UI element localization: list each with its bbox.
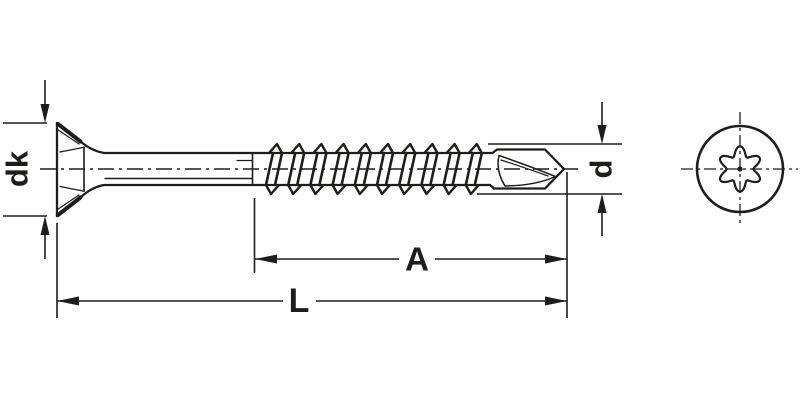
torx-drive-view: [681, 112, 798, 226]
l-arrow-left: [57, 296, 79, 306]
drill-flute-inner-line: [500, 159, 549, 177]
l-arrow-right: [545, 296, 567, 306]
thread-flanks: [264, 151, 484, 187]
screw-shank: [104, 153, 254, 185]
milling-rib-top: [56, 122, 83, 144]
dimension-d: d: [477, 102, 622, 236]
dimension-dk: dk: [0, 80, 50, 259]
drill-flute: [497, 154, 558, 187]
drill-point-bottom: [488, 167, 566, 190]
dimension-a: A: [253, 172, 568, 318]
d-arrow-top: [597, 125, 607, 144]
dimension-l: L: [56, 223, 567, 320]
screw-side-view: [55, 121, 566, 218]
label-d: d: [584, 160, 619, 179]
cone-face-line-bottom: [59, 185, 84, 192]
label-l: L: [289, 282, 310, 320]
cone-face-line-top: [59, 146, 84, 153]
d-arrow-bottom: [597, 194, 607, 213]
screw-threads: [264, 142, 484, 196]
l-label-gap: [283, 287, 316, 315]
thread-crests: [264, 142, 483, 196]
a-label-gap: [399, 245, 435, 273]
drill-point: [488, 148, 566, 190]
dk-arrow-bottom: [40, 216, 50, 235]
label-dk: dk: [0, 150, 35, 187]
a-arrow-left: [255, 254, 277, 264]
milling-rib-bottom-inner: [56, 194, 80, 211]
a-arrow-right: [545, 254, 567, 264]
milling-rib-bottom: [56, 195, 83, 217]
label-a: A: [405, 241, 429, 278]
torx-star: [719, 145, 761, 193]
milling-rib-top-inner: [56, 128, 80, 145]
screw-head: [55, 121, 494, 218]
drill-point-top: [491, 148, 566, 171]
dk-arrow-top: [40, 104, 50, 123]
